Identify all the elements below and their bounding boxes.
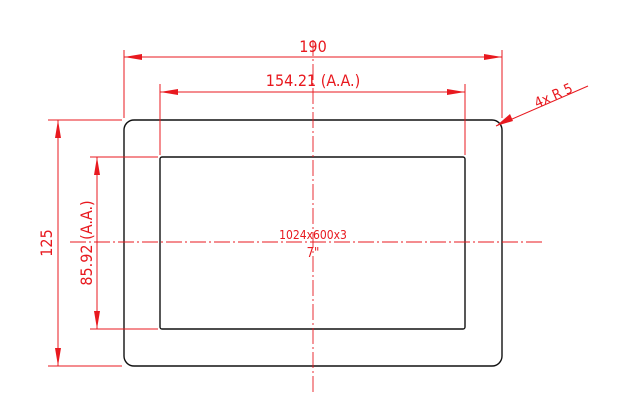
overall-height-dimension: 125 — [37, 119, 122, 367]
corner-radius-callout: 4x R 5 — [495, 81, 589, 127]
overall-height-label: 125 — [37, 229, 56, 256]
active-height-dimension: 85.92 (A.A.) — [77, 156, 158, 330]
active-area-outline — [159, 156, 466, 330]
active-width-label: 154.21 (A.A.) — [266, 71, 360, 90]
active-height-label: 85.92 (A.A.) — [77, 200, 96, 285]
active-width-dimension: 154.21 (A.A.) — [159, 71, 466, 155]
resolution-label: 1024x600x3 — [279, 228, 347, 242]
overall-width-dimension: 190 — [123, 37, 503, 118]
diagonal-size-label: 7" — [307, 246, 320, 261]
corner-radius-label: 4x R 5 — [532, 81, 575, 112]
overall-width-label: 190 — [299, 37, 326, 56]
